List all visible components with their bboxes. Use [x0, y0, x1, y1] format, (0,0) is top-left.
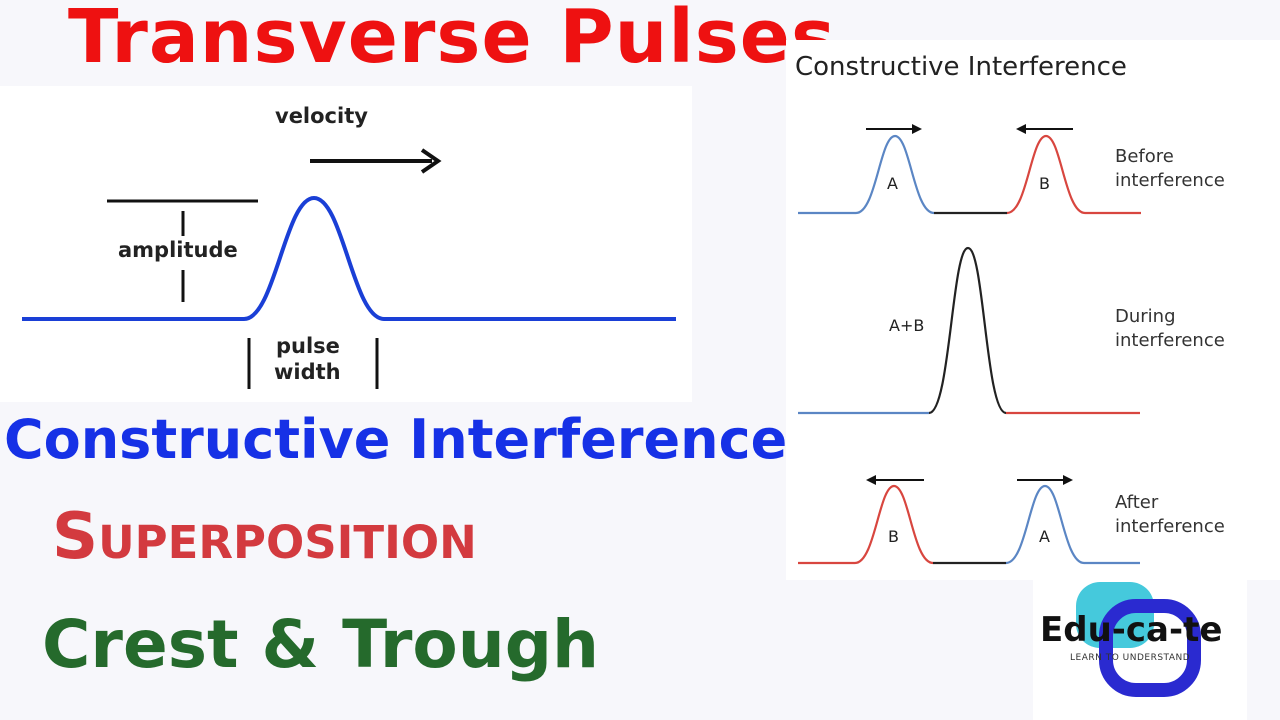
after-label-line1: After [1115, 492, 1159, 513]
before-arrowhead-a [912, 124, 922, 134]
during-combined-wave [928, 246, 1007, 415]
after-arrowhead-b [866, 475, 876, 485]
velocity-arrowhead [420, 148, 442, 174]
superposition-heading: Superposition [52, 500, 477, 574]
before-label-line1: Before [1115, 146, 1174, 167]
amplitude-label: amplitude [118, 238, 238, 262]
before-wave-b [1006, 134, 1141, 215]
during-label-line1: During [1115, 306, 1176, 327]
after-label-a: A [1039, 527, 1050, 546]
velocity-label: velocity [275, 104, 368, 128]
pulse-diagram-panel [0, 86, 692, 402]
constructive-interference-heading: Constructive Interference [4, 408, 788, 471]
logo-tagline: LEARN TO UNDERSTAND [1070, 653, 1191, 663]
before-arrowhead-b [1016, 124, 1026, 134]
pulse-width-label-line1: pulse [276, 334, 340, 358]
before-interference-label: Before interference [1115, 145, 1225, 193]
before-label-b: B [1039, 174, 1050, 193]
during-label-line2: interference [1115, 330, 1225, 351]
after-arrowhead-a [1063, 475, 1073, 485]
logo-name: Edu-ca-te [1040, 610, 1223, 650]
during-label-ab: A+B [889, 316, 925, 335]
after-interference-label: After interference [1115, 491, 1225, 539]
after-wave-a [1005, 484, 1140, 565]
before-label-a: A [887, 174, 898, 193]
during-interference-label: During interference [1115, 305, 1225, 353]
logo-navy-ring [1099, 599, 1201, 697]
after-wave-b [798, 484, 934, 565]
transverse-pulse-wave [22, 195, 676, 321]
before-label-line2: interference [1115, 170, 1225, 191]
crest-trough-heading: Crest & Trough [42, 606, 599, 683]
after-label-line2: interference [1115, 516, 1225, 537]
pulse-width-label-line2: width [274, 360, 341, 384]
interference-diagram-title: Constructive Interference [795, 52, 1127, 82]
before-wave-a [798, 134, 935, 215]
page-title: Transverse Pulses [68, 0, 836, 80]
after-label-b: B [888, 527, 899, 546]
